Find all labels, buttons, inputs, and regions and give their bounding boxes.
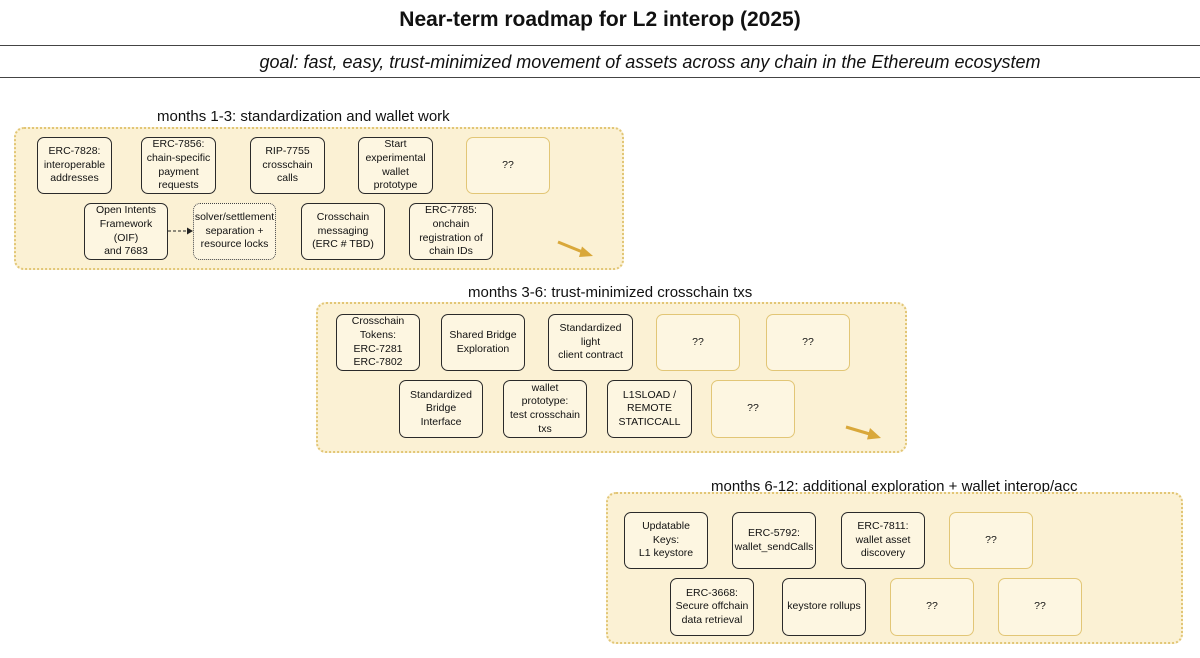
roadmap-item-placeholder: ?? — [949, 512, 1033, 569]
phase-3-label: months 6-12: additional exploration + wa… — [711, 478, 1078, 495]
roadmap-item-placeholder: ?? — [711, 380, 795, 438]
roadmap-item-crosschain-tokens: Crosschain Tokens: ERC-7281 ERC-7802 — [336, 314, 420, 371]
roadmap-item-keystore-rollups: keystore rollups — [782, 578, 866, 636]
roadmap-item-open-intents-framework: Open Intents Framework (OIF) and 7683 — [84, 203, 168, 260]
roadmap-item-crosschain-messaging: Crosschain messaging (ERC # TBD) — [301, 203, 385, 260]
roadmap-item-erc-3668: ERC-3668: Secure offchain data retrieval — [670, 578, 754, 636]
roadmap-item-wallet-prototype-crosschain: wallet prototype: test crosschain txs — [503, 380, 587, 438]
phase-1-progress-arrow-icon — [557, 240, 593, 257]
roadmap-item-erc-7785: ERC-7785: onchain registration of chain … — [409, 203, 493, 260]
roadmap-item-shared-bridge-exploration: Shared Bridge Exploration — [441, 314, 525, 371]
phase-2-progress-arrow-icon — [845, 425, 881, 440]
roadmap-item-placeholder: ?? — [656, 314, 740, 371]
roadmap-item-l1sload: L1SLOAD / REMOTE STATICCALL — [607, 380, 692, 438]
goal-divider — [0, 77, 1200, 78]
roadmap-item-placeholder: ?? — [466, 137, 550, 194]
roadmap-item-wallet-prototype: Start experimental wallet prototype — [358, 137, 433, 194]
page-title: Near-term roadmap for L2 interop (2025) — [399, 8, 801, 31]
roadmap-item-updatable-keys: Updatable Keys: L1 keystore — [624, 512, 708, 569]
roadmap-item-erc-5792: ERC-5792: wallet_sendCalls — [732, 512, 816, 569]
oif-to-solver-arrow — [168, 227, 193, 235]
roadmap-item-erc-7828: ERC-7828: interoperable addresses — [37, 137, 112, 194]
roadmap-item-erc-7811: ERC-7811: wallet asset discovery — [841, 512, 925, 569]
roadmap-item-placeholder: ?? — [766, 314, 850, 371]
goal-statement: goal: fast, easy, trust-minimized moveme… — [259, 52, 1041, 72]
roadmap-item-rip-7755: RIP-7755 crosschain calls — [250, 137, 325, 194]
roadmap-item-light-client-contract: Standardized light client contract — [548, 314, 633, 371]
roadmap-item-standardized-bridge-interface: Standardized Bridge Interface — [399, 380, 483, 438]
roadmap-item-erc-7856: ERC-7856: chain-specific payment request… — [141, 137, 216, 194]
top-divider — [0, 45, 1200, 46]
phase-1-label: months 1-3: standardization and wallet w… — [157, 108, 450, 125]
roadmap-item-placeholder: ?? — [890, 578, 974, 636]
roadmap-item-placeholder: ?? — [998, 578, 1082, 636]
roadmap-item-solver-settlement: solver/settlement separation + resource … — [193, 203, 276, 260]
phase-2-label: months 3-6: trust-minimized crosschain t… — [468, 284, 753, 301]
